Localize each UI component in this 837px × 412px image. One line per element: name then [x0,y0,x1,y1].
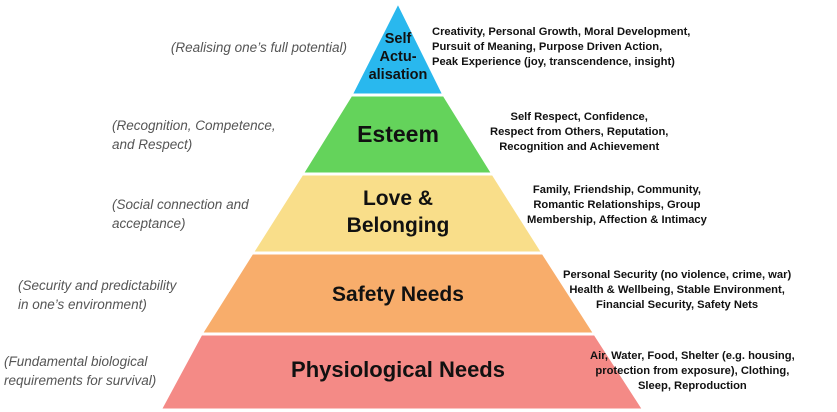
example-line: Recognition and Achievement [499,141,660,153]
example-line: Peak Experience (joy, transcendence, ins… [432,56,675,68]
tier-label-line: Esteem [357,121,439,147]
example-line: Respect from Others, Reputation, [490,126,669,138]
tier-label-line: Actu- [379,49,417,65]
tier-examples-physiological-needs: Air, Water, Food, Shelter (e.g. housing,… [590,349,795,394]
tier-label-line: alisation [368,67,428,83]
tier-description-physiological-needs: (Fundamental biological requirements for… [4,352,156,390]
tier-label-line: Belonging [346,214,450,237]
example-line: Health & Wellbeing, Stable Environment, [569,284,785,296]
example-line: Creativity, Personal Growth, Moral Devel… [432,26,691,38]
tier-label-line: Physiological Needs [291,357,505,382]
tier-label-esteem: Esteem [318,120,478,148]
description-line: (Fundamental biological [4,354,148,369]
example-line: Membership, Affection & Intimacy [527,214,707,226]
description-line: requirements for survival) [4,373,157,388]
example-line: Financial Security, Safety Nets [596,299,759,311]
tier-description-love-belonging: (Social connection and acceptance) [112,195,249,233]
example-line: Personal Security (no violence, crime, w… [563,269,792,281]
tier-examples-love-belonging: Family, Friendship, Community, Romantic … [527,183,707,228]
example-line: Air, Water, Food, Shelter (e.g. housing, [590,350,795,362]
example-line: Pursuit of Meaning, Purpose Driven Actio… [432,41,663,53]
example-line: Romantic Relationships, Group [533,199,701,211]
description-line: (Recognition, Competence, [112,118,276,133]
tier-description-esteem: (Recognition, Competence, and Respect) [112,116,276,154]
description-line: and Respect) [112,137,193,152]
example-line: protection from exposure), Clothing, [595,365,790,377]
tier-label-line: Safety Needs [332,283,464,306]
description-line: acceptance) [112,216,186,231]
tier-label-line: Self [384,31,412,47]
tier-label-line: Love & [362,187,433,210]
tier-description-safety-needs: (Security and predictability in one’s en… [18,276,176,314]
description-line: (Realising one’s full potential) [170,40,347,55]
tier-examples-esteem: Self Respect, Confidence, Respect from O… [490,110,668,155]
tier-label-physiological-needs: Physiological Needs [238,356,558,384]
description-line: in one’s environment) [18,297,147,312]
tier-examples-self-actualisation: Creativity, Personal Growth, Moral Devel… [432,25,690,70]
tier-label-self-actualisation: Self Actu- alisation [348,30,448,84]
tier-examples-safety-needs: Personal Security (no violence, crime, w… [563,268,791,313]
tier-label-love-belonging: Love & Belonging [298,185,498,239]
tier-description-self-actualisation: (Realising one’s full potential) [171,38,347,57]
description-line: (Security and predictability [18,278,177,293]
example-line: Sleep, Reproduction [637,380,747,392]
example-line: Self Respect, Confidence, [510,111,648,123]
tier-physiological-needs-shape [158,332,646,412]
description-line: (Social connection and [112,197,249,212]
example-line: Family, Friendship, Community, [532,184,701,196]
tier-label-safety-needs: Safety Needs [273,281,523,308]
